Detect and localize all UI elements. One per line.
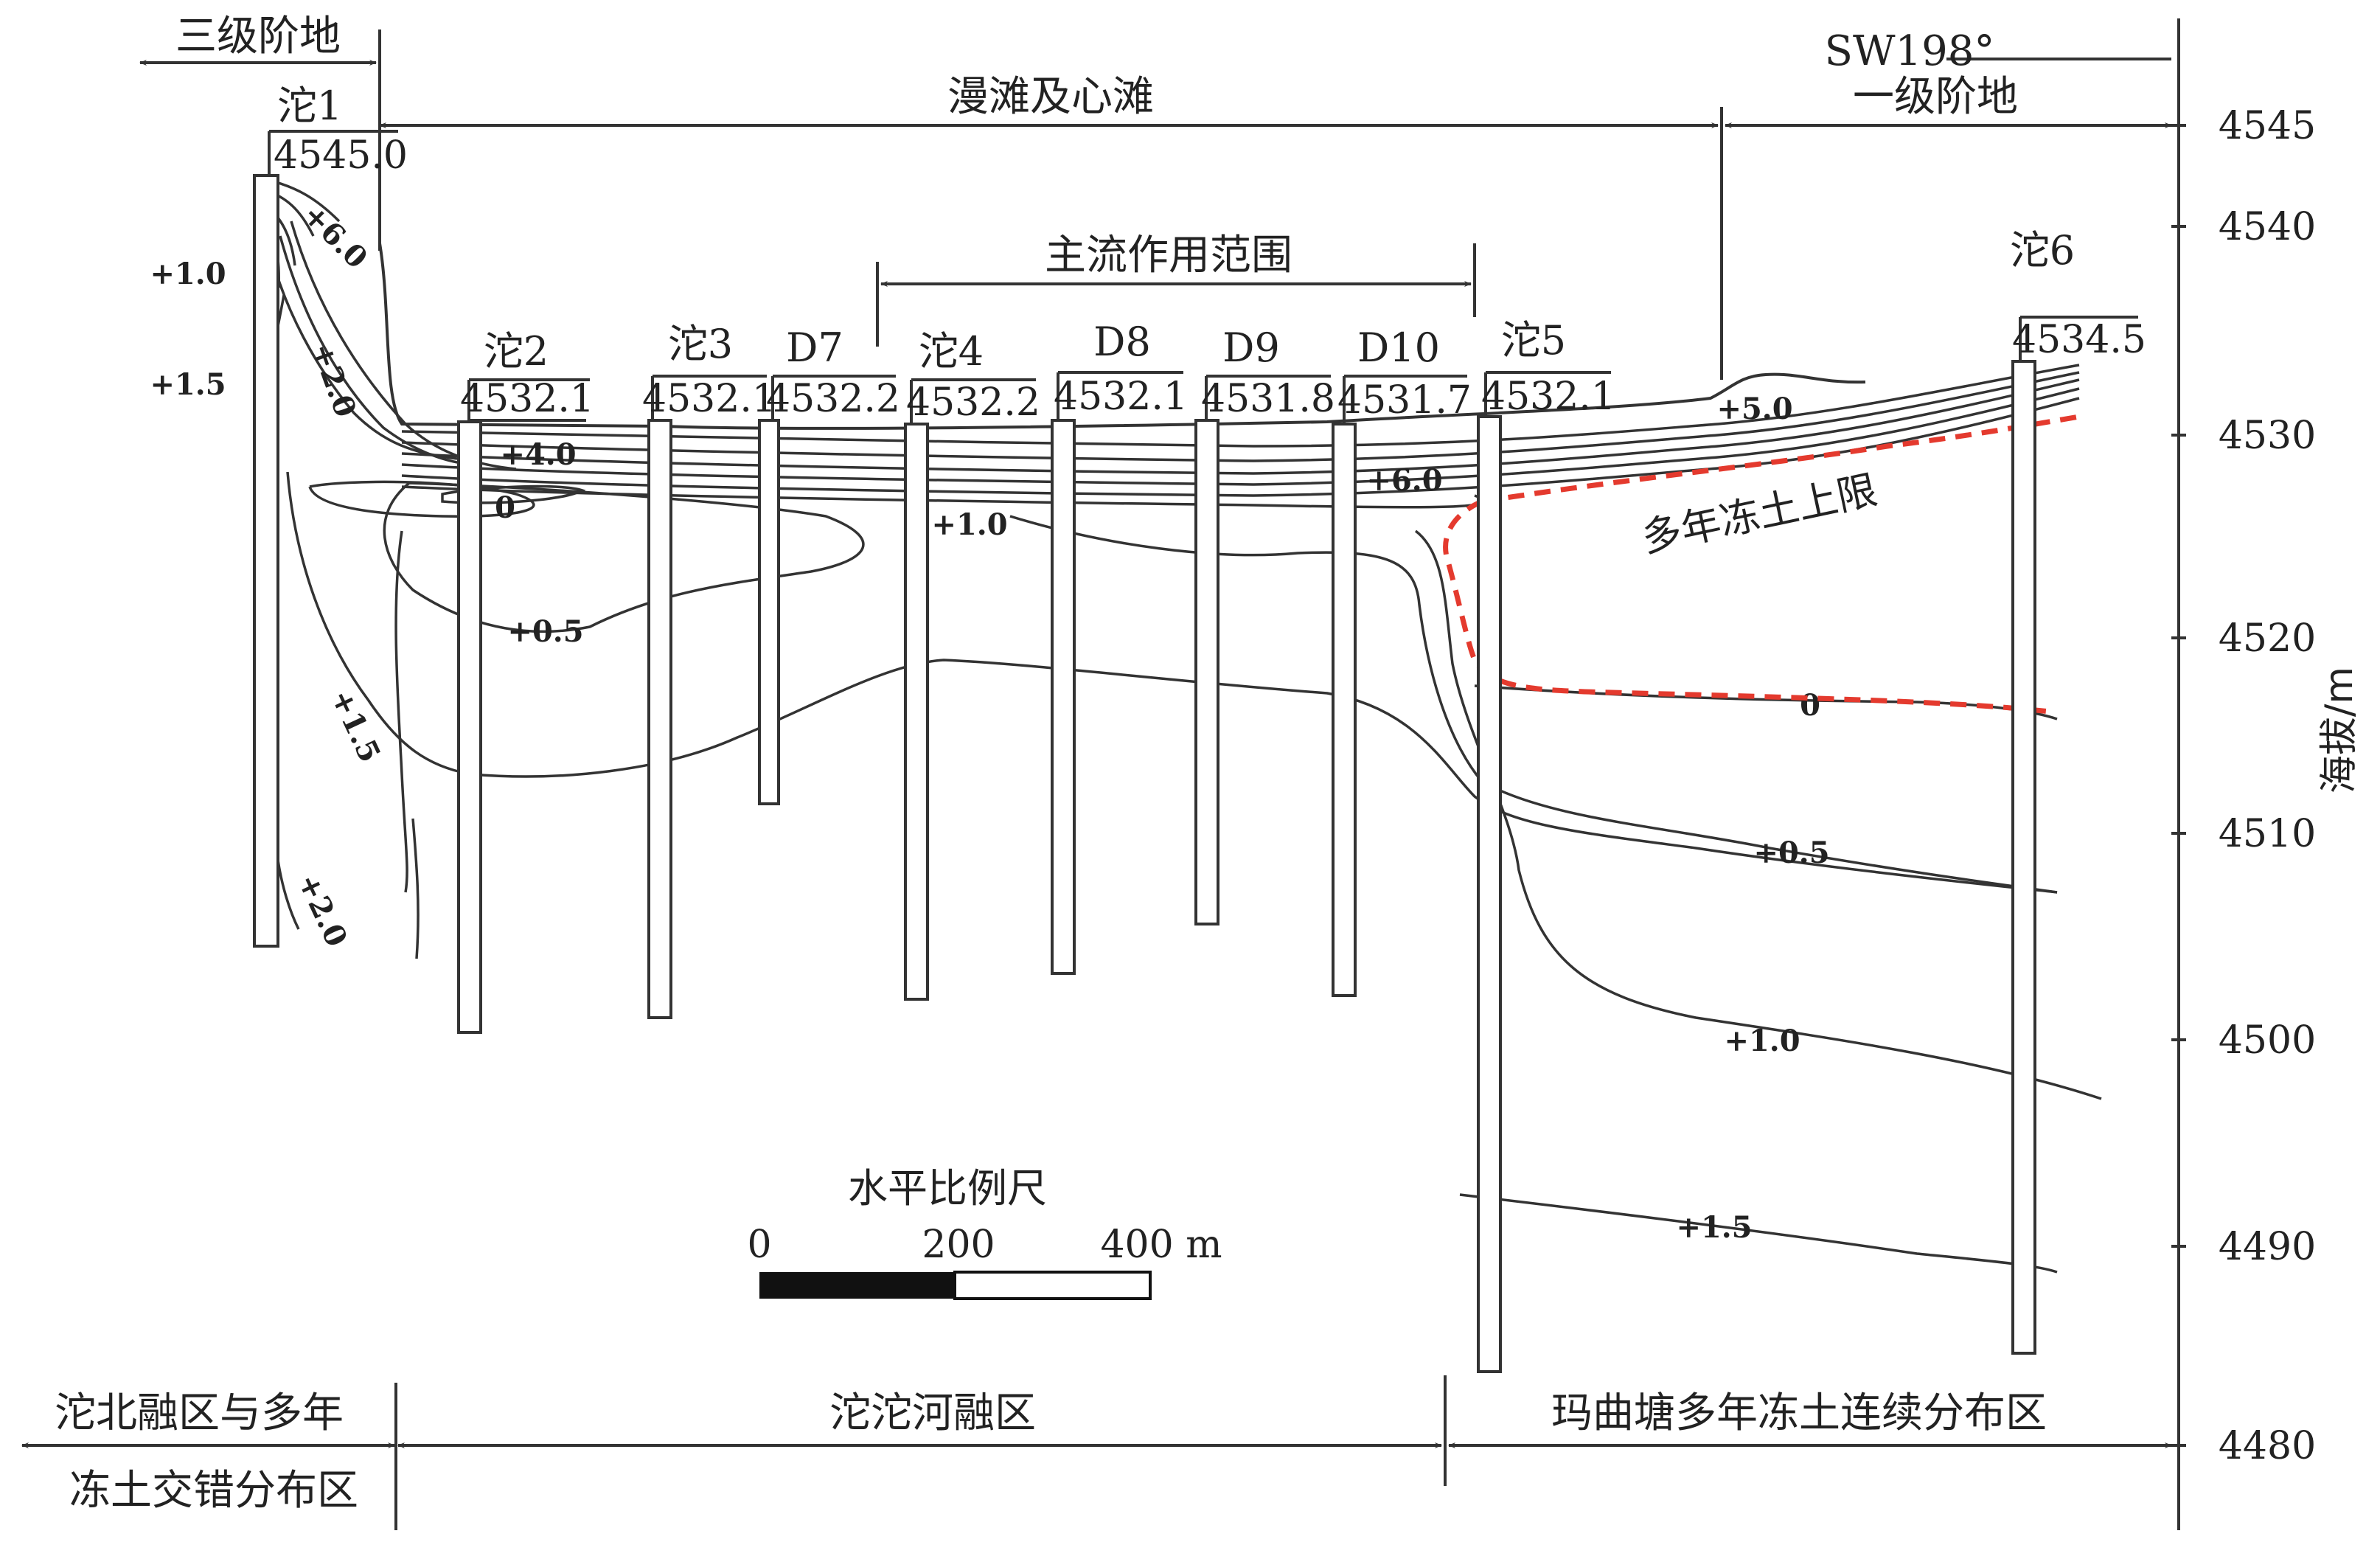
mainstream-label: 主流作用范围 [1045,232,1292,279]
isotherm-label: +0.5 [507,614,583,649]
direction-label: SW198° [1825,27,1995,75]
borehole-elevation: 4531.8 [1201,377,1335,421]
isotherm-label: +1.0 [931,507,1007,542]
axis-tick-label: 4510 [2219,812,2316,856]
scale-bar-white [953,1271,1152,1300]
borehole-names: 沱1 沱2 沱3 D7 沱4 D8 D9 D10 沱5 沱6 [277,83,2075,375]
borehole-elevation: 4532.1 [642,377,776,421]
zone-left-line1: 沱北融区与多年 [55,1389,344,1437]
floodplain-label: 漫滩及心滩 [947,73,1154,121]
terrace3-label: 三级阶地 [175,13,341,60]
isotherm-label: +2.0 [305,338,363,422]
borehole-name: 沱3 [668,321,733,367]
borehole-b2 [457,420,482,1034]
borehole-name: D9 [1222,324,1280,371]
borehole-elevations: 4545.0 4532.1 4532.1 4532.2 4532.2 4532.… [274,133,2146,425]
isotherm-label: +6.0 [296,197,374,275]
isotherm-labels: +1.0 +1.5 +6.0 +2.0 +4.0 0 +0.5 +1.5 +2.… [150,197,1829,1245]
isotherm-label: +1.5 [324,684,387,768]
zone-left-line2: 冻土交错分布区 [69,1467,358,1515]
isotherm-label: +1.0 [1724,1024,1800,1058]
elevation-boxes [268,130,2138,424]
borehole-elevation: 4532.1 [1481,375,1615,419]
borehole-b5 [1477,415,1502,1373]
elevation-axis-label: 海拔/m [2317,667,2362,793]
axis-tick-label: 4540 [2219,205,2316,249]
permafrost-label: 多年冻土上限 [1638,466,1881,561]
borehole-name: D8 [1093,319,1151,365]
borehole-b6 [2011,360,2036,1355]
elevation-axis [2171,18,2186,1530]
borehole-name: 沱6 [2010,227,2075,274]
borehole-d7 [758,419,780,805]
isotherm-label: +2.0 [290,869,354,952]
borehole-elevation: 4532.2 [766,377,900,421]
boreholes [253,174,2036,1373]
terrace1-label: 一级阶地 [1853,73,2018,121]
borehole-b4 [904,423,929,1001]
borehole-name: 沱2 [484,328,549,375]
borehole-name: D10 [1357,324,1440,371]
isotherm-label: +4.0 [500,437,576,472]
borehole-b3 [647,419,672,1019]
isotherm-label: 0 [1800,688,1820,723]
isotherm-label: +5.0 [1716,392,1792,426]
borehole-elevation: 4531.7 [1337,378,1472,423]
borehole-name: 沱4 [919,328,984,375]
borehole-name: D7 [786,324,843,371]
scale-tick-label: 0 [747,1223,771,1267]
borehole-elevation: 4532.1 [1054,375,1188,419]
scale-tick-label: 400 m [1100,1223,1222,1267]
borehole-elevation: 4532.1 [460,377,594,421]
isotherm-label: +0.5 [1753,836,1829,870]
isotherm-label: +6.0 [1366,463,1442,498]
zone-right-label: 玛曲塘多年冻土连续分布区 [1551,1389,2047,1437]
borehole-d9 [1194,419,1219,925]
axis-tick-label: 4530 [2219,414,2316,458]
bottom-zone-arrows [21,1375,2172,1530]
borehole-elevation: 4545.0 [274,133,408,178]
axis-tick-label: 4490 [2219,1225,2316,1269]
isotherm-label: +1.0 [150,257,226,291]
axis-tick-label: 4480 [2219,1424,2316,1468]
zone-middle-label: 沱沱河融区 [829,1389,1036,1437]
borehole-elevation: 4534.5 [2012,318,2146,362]
isotherm-label: +1.5 [150,367,226,402]
borehole-d10 [1332,423,1357,997]
borehole-d8 [1051,419,1076,975]
borehole-b1 [253,174,279,948]
axis-tick-label: 4520 [2219,617,2316,661]
borehole-name: 沱5 [1501,317,1566,364]
borehole-elevation: 4532.2 [906,381,1040,425]
scale-bar-title: 水平比例尺 [848,1165,1047,1212]
scale-bar: 水平比例尺 0 200 400 m [747,1165,1222,1300]
scale-tick-label: 200 [922,1223,995,1267]
elevation-axis-ticks: 4545 4540 4530 4520 4510 4500 4490 4480 [2219,104,2316,1468]
borehole-name: 沱1 [277,83,342,129]
isotherm-label: +1.5 [1676,1210,1752,1245]
top-zone-arrows [139,29,2172,380]
isotherm-label: 0 [495,490,515,525]
ground-surface [378,243,1866,430]
axis-tick-label: 4500 [2219,1018,2316,1063]
scale-bar-black [759,1272,955,1299]
isotherms [253,176,2102,1274]
axis-tick-label: 4545 [2219,104,2316,148]
